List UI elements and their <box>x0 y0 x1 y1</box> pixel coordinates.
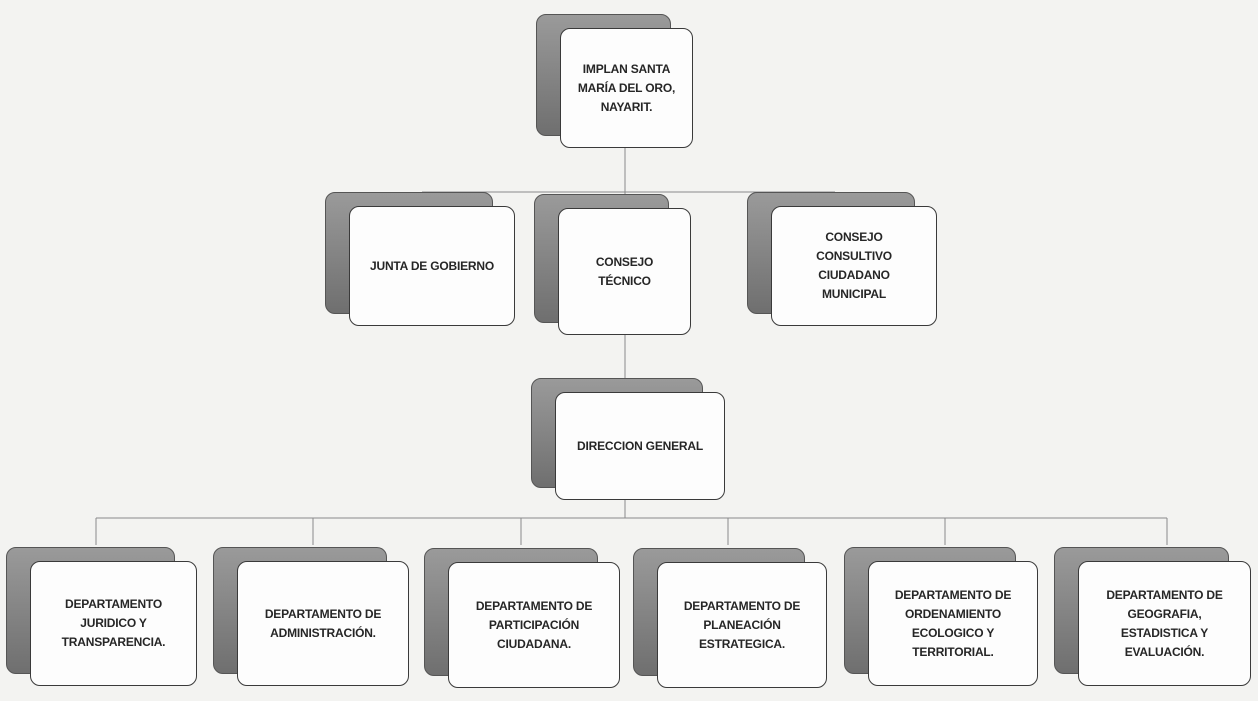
node-consejo-consultivo: CONSEJO CONSULTIVO CIUDADANO MUNICIPAL <box>747 192 937 326</box>
node-label-consejo-tecnico: CONSEJO TÉCNICO <box>595 254 654 288</box>
node-departamento-participacion: DEPARTAMENTO DE PARTICIPACIÓN CIUDADANA. <box>424 548 620 688</box>
node-implan-root: IMPLAN SANTA MARÍA DEL ORO, NAYARIT. <box>536 14 693 148</box>
node-departamento-ordenamiento: DEPARTAMENTO DE ORDENAMIENTO ECOLOGICO Y… <box>844 547 1038 686</box>
node-departamento-juridico: DEPARTAMENTO JURIDICO Y TRANSPARENCIA. <box>6 547 197 686</box>
node-label-participacion: DEPARTAMENTO DE PARTICIPACIÓN CIUDADANA. <box>475 598 593 651</box>
node-consejo-tecnico: CONSEJO TÉCNICO <box>534 194 691 335</box>
node-label-consejo-consultivo: CONSEJO CONSULTIVO CIUDADANO MUNICIPAL <box>816 230 892 301</box>
node-label-ordenamiento: DEPARTAMENTO DE ORDENAMIENTO ECOLOGICO Y… <box>894 587 1012 659</box>
node-label-direccion: DIRECCION GENERAL <box>577 438 703 453</box>
node-box: CONSEJO TÉCNICO <box>558 208 691 335</box>
node-direccion-general: DIRECCION GENERAL <box>531 378 725 500</box>
node-departamento-geografia: DEPARTAMENTO DE GEOGRAFIA, ESTADISTICA Y… <box>1054 547 1251 686</box>
node-box: DEPARTAMENTO DE ORDENAMIENTO ECOLOGICO Y… <box>868 561 1038 686</box>
node-box: DEPARTAMENTO DE GEOGRAFIA, ESTADISTICA Y… <box>1078 561 1251 686</box>
node-label-implan: IMPLAN SANTA MARÍA DEL ORO, NAYARIT. <box>577 61 676 114</box>
node-departamento-planeacion: DEPARTAMENTO DE PLANEACIÓN ESTRATEGICA. <box>633 548 827 688</box>
node-label-geografia: DEPARTAMENTO DE GEOGRAFIA, ESTADISTICA Y… <box>1106 587 1223 659</box>
node-box: DEPARTAMENTO JURIDICO Y TRANSPARENCIA. <box>30 561 197 686</box>
node-label-planeacion: DEPARTAMENTO DE PLANEACIÓN ESTRATEGICA. <box>683 598 801 651</box>
node-label-juridico: DEPARTAMENTO JURIDICO Y TRANSPARENCIA. <box>61 597 166 649</box>
node-departamento-administracion: DEPARTAMENTO DE ADMINISTRACIÓN. <box>213 547 409 686</box>
node-box: CONSEJO CONSULTIVO CIUDADANO MUNICIPAL <box>771 206 937 326</box>
node-box: DEPARTAMENTO DE PLANEACIÓN ESTRATEGICA. <box>657 562 827 688</box>
node-box: IMPLAN SANTA MARÍA DEL ORO, NAYARIT. <box>560 28 693 148</box>
node-box: DEPARTAMENTO DE ADMINISTRACIÓN. <box>237 561 409 686</box>
node-box: DEPARTAMENTO DE PARTICIPACIÓN CIUDADANA. <box>448 562 620 688</box>
node-junta-de-gobierno: JUNTA DE GOBIERNO <box>325 192 515 326</box>
node-box: JUNTA DE GOBIERNO <box>349 206 515 326</box>
node-label-junta: JUNTA DE GOBIERNO <box>370 258 494 273</box>
node-label-administracion: DEPARTAMENTO DE ADMINISTRACIÓN. <box>264 606 382 640</box>
node-box: DIRECCION GENERAL <box>555 392 725 500</box>
